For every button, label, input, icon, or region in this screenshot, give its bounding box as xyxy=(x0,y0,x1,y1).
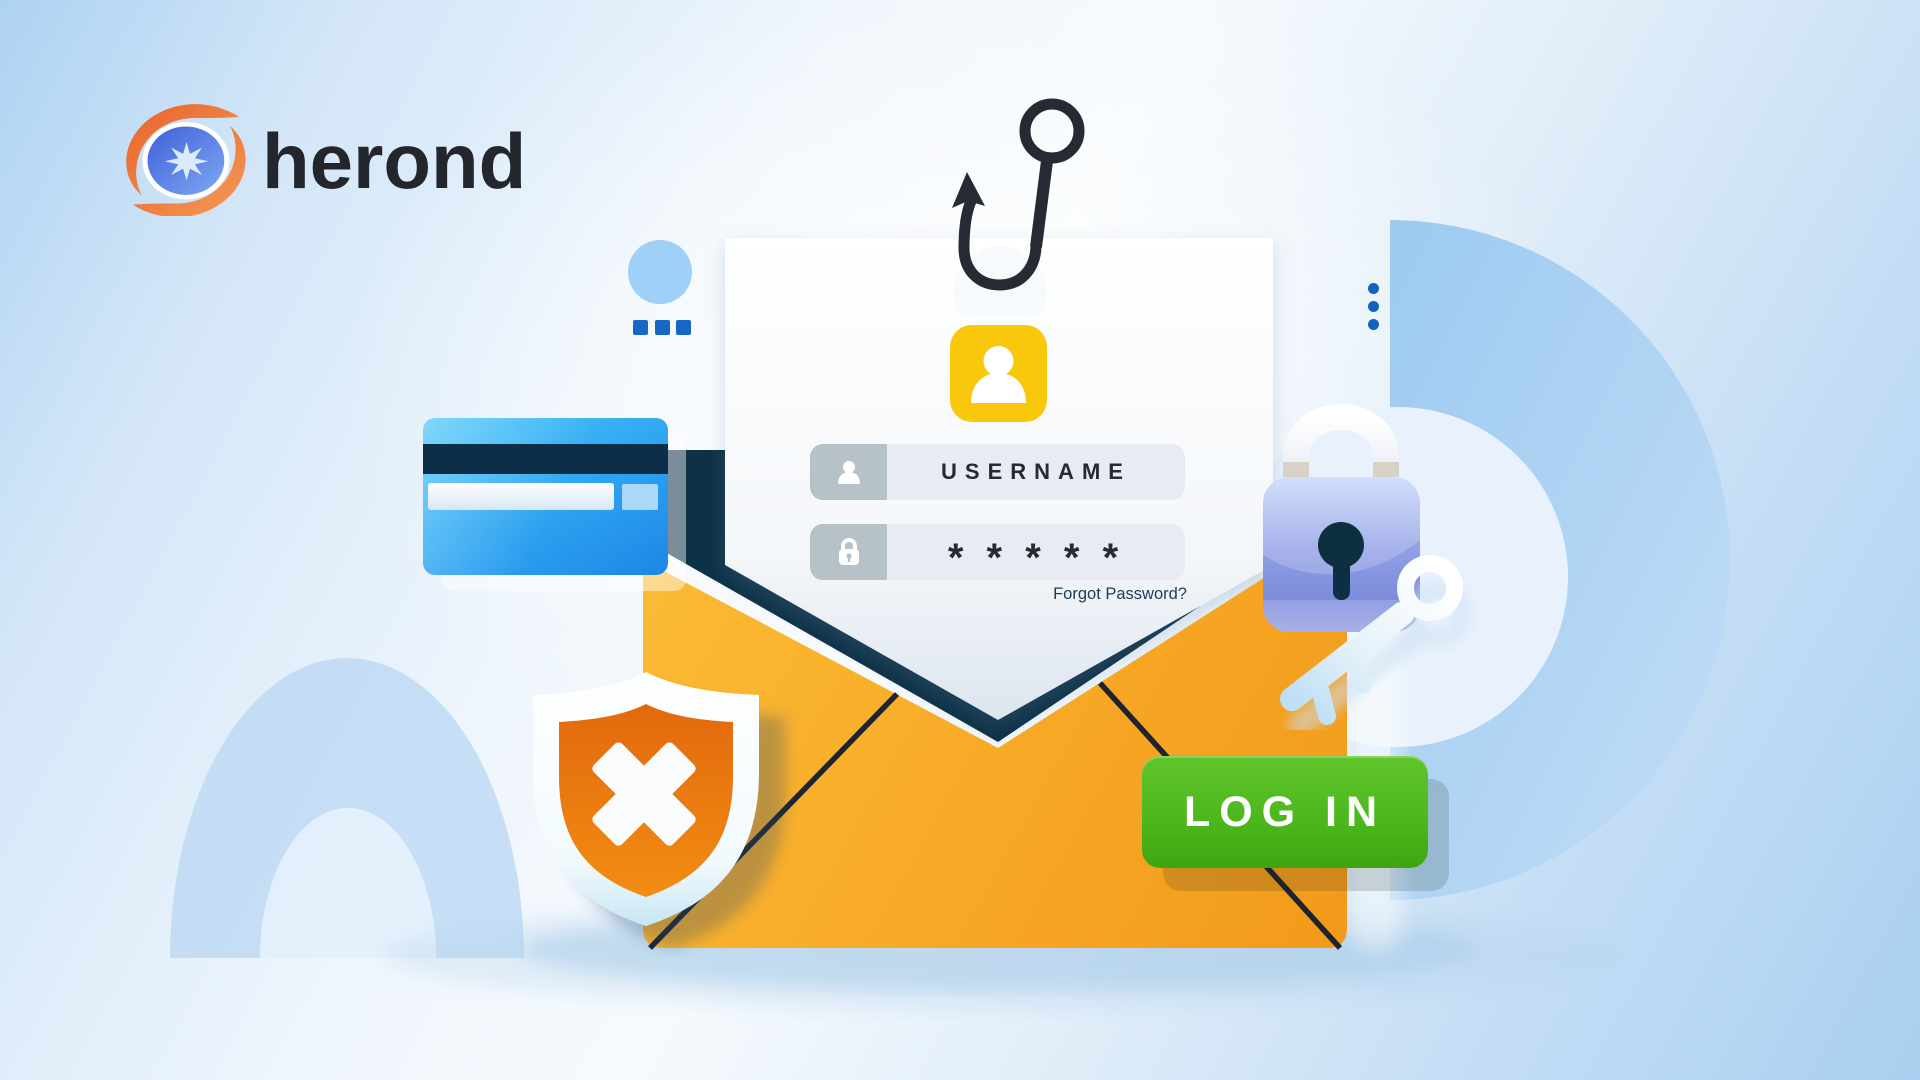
decor-dot-2 xyxy=(1368,301,1379,312)
decor-dot-1 xyxy=(1368,283,1379,294)
credit-card-cvv-box xyxy=(622,484,658,510)
username-field-icon-area xyxy=(810,444,887,500)
padlock-and-key xyxy=(1263,404,1471,730)
password-mask: * * * * * xyxy=(947,535,1125,580)
brand-wordmark: herond xyxy=(262,117,527,205)
hook-shank xyxy=(1030,160,1053,248)
forgot-password-link[interactable]: Forgot Password? xyxy=(1053,585,1187,603)
phishing-hook-icon xyxy=(952,98,1085,315)
hook-eye xyxy=(1019,98,1085,164)
decor-dot-3 xyxy=(1368,319,1379,330)
credit-card-magstripe xyxy=(423,444,668,474)
decor-square-1 xyxy=(633,320,648,335)
shield-block-x-icon xyxy=(533,672,785,948)
password-field-icon-area xyxy=(810,524,887,580)
left-arch-ring xyxy=(170,658,524,958)
herond-logo-icon xyxy=(126,104,246,216)
username-label: USERNAME xyxy=(941,459,1131,484)
hook-bend xyxy=(958,195,1042,291)
user-icon xyxy=(837,461,860,484)
decor-square-2 xyxy=(655,320,670,335)
decor-circle xyxy=(628,240,692,304)
login-button[interactable]: LOG IN xyxy=(1142,756,1428,868)
key-icon xyxy=(1280,555,1463,725)
keyhole-icon xyxy=(1318,522,1364,600)
credit-card-signature-strip xyxy=(428,483,614,510)
shackle-cap-right xyxy=(1373,462,1399,477)
x-mark-icon xyxy=(592,742,696,846)
logo-swirl-top xyxy=(126,104,240,196)
login-button-label: LOG IN xyxy=(1183,787,1387,836)
left-arch-fill xyxy=(260,808,436,958)
logo-swirl-bottom xyxy=(132,125,246,216)
avatar xyxy=(950,325,1047,422)
lock-shackle xyxy=(1283,404,1399,477)
password-field[interactable]: * * * * * xyxy=(810,524,1185,580)
shackle-cap-left xyxy=(1283,462,1309,477)
credit-card-front xyxy=(423,418,668,575)
username-field[interactable]: USERNAME xyxy=(810,444,1185,500)
decor-square-3 xyxy=(676,320,691,335)
credit-card-illustration xyxy=(423,418,686,591)
user-avatar-icon xyxy=(971,346,1026,403)
hook-barb xyxy=(952,172,985,208)
logo-star-icon xyxy=(164,141,209,181)
padlock-icon xyxy=(838,538,859,565)
